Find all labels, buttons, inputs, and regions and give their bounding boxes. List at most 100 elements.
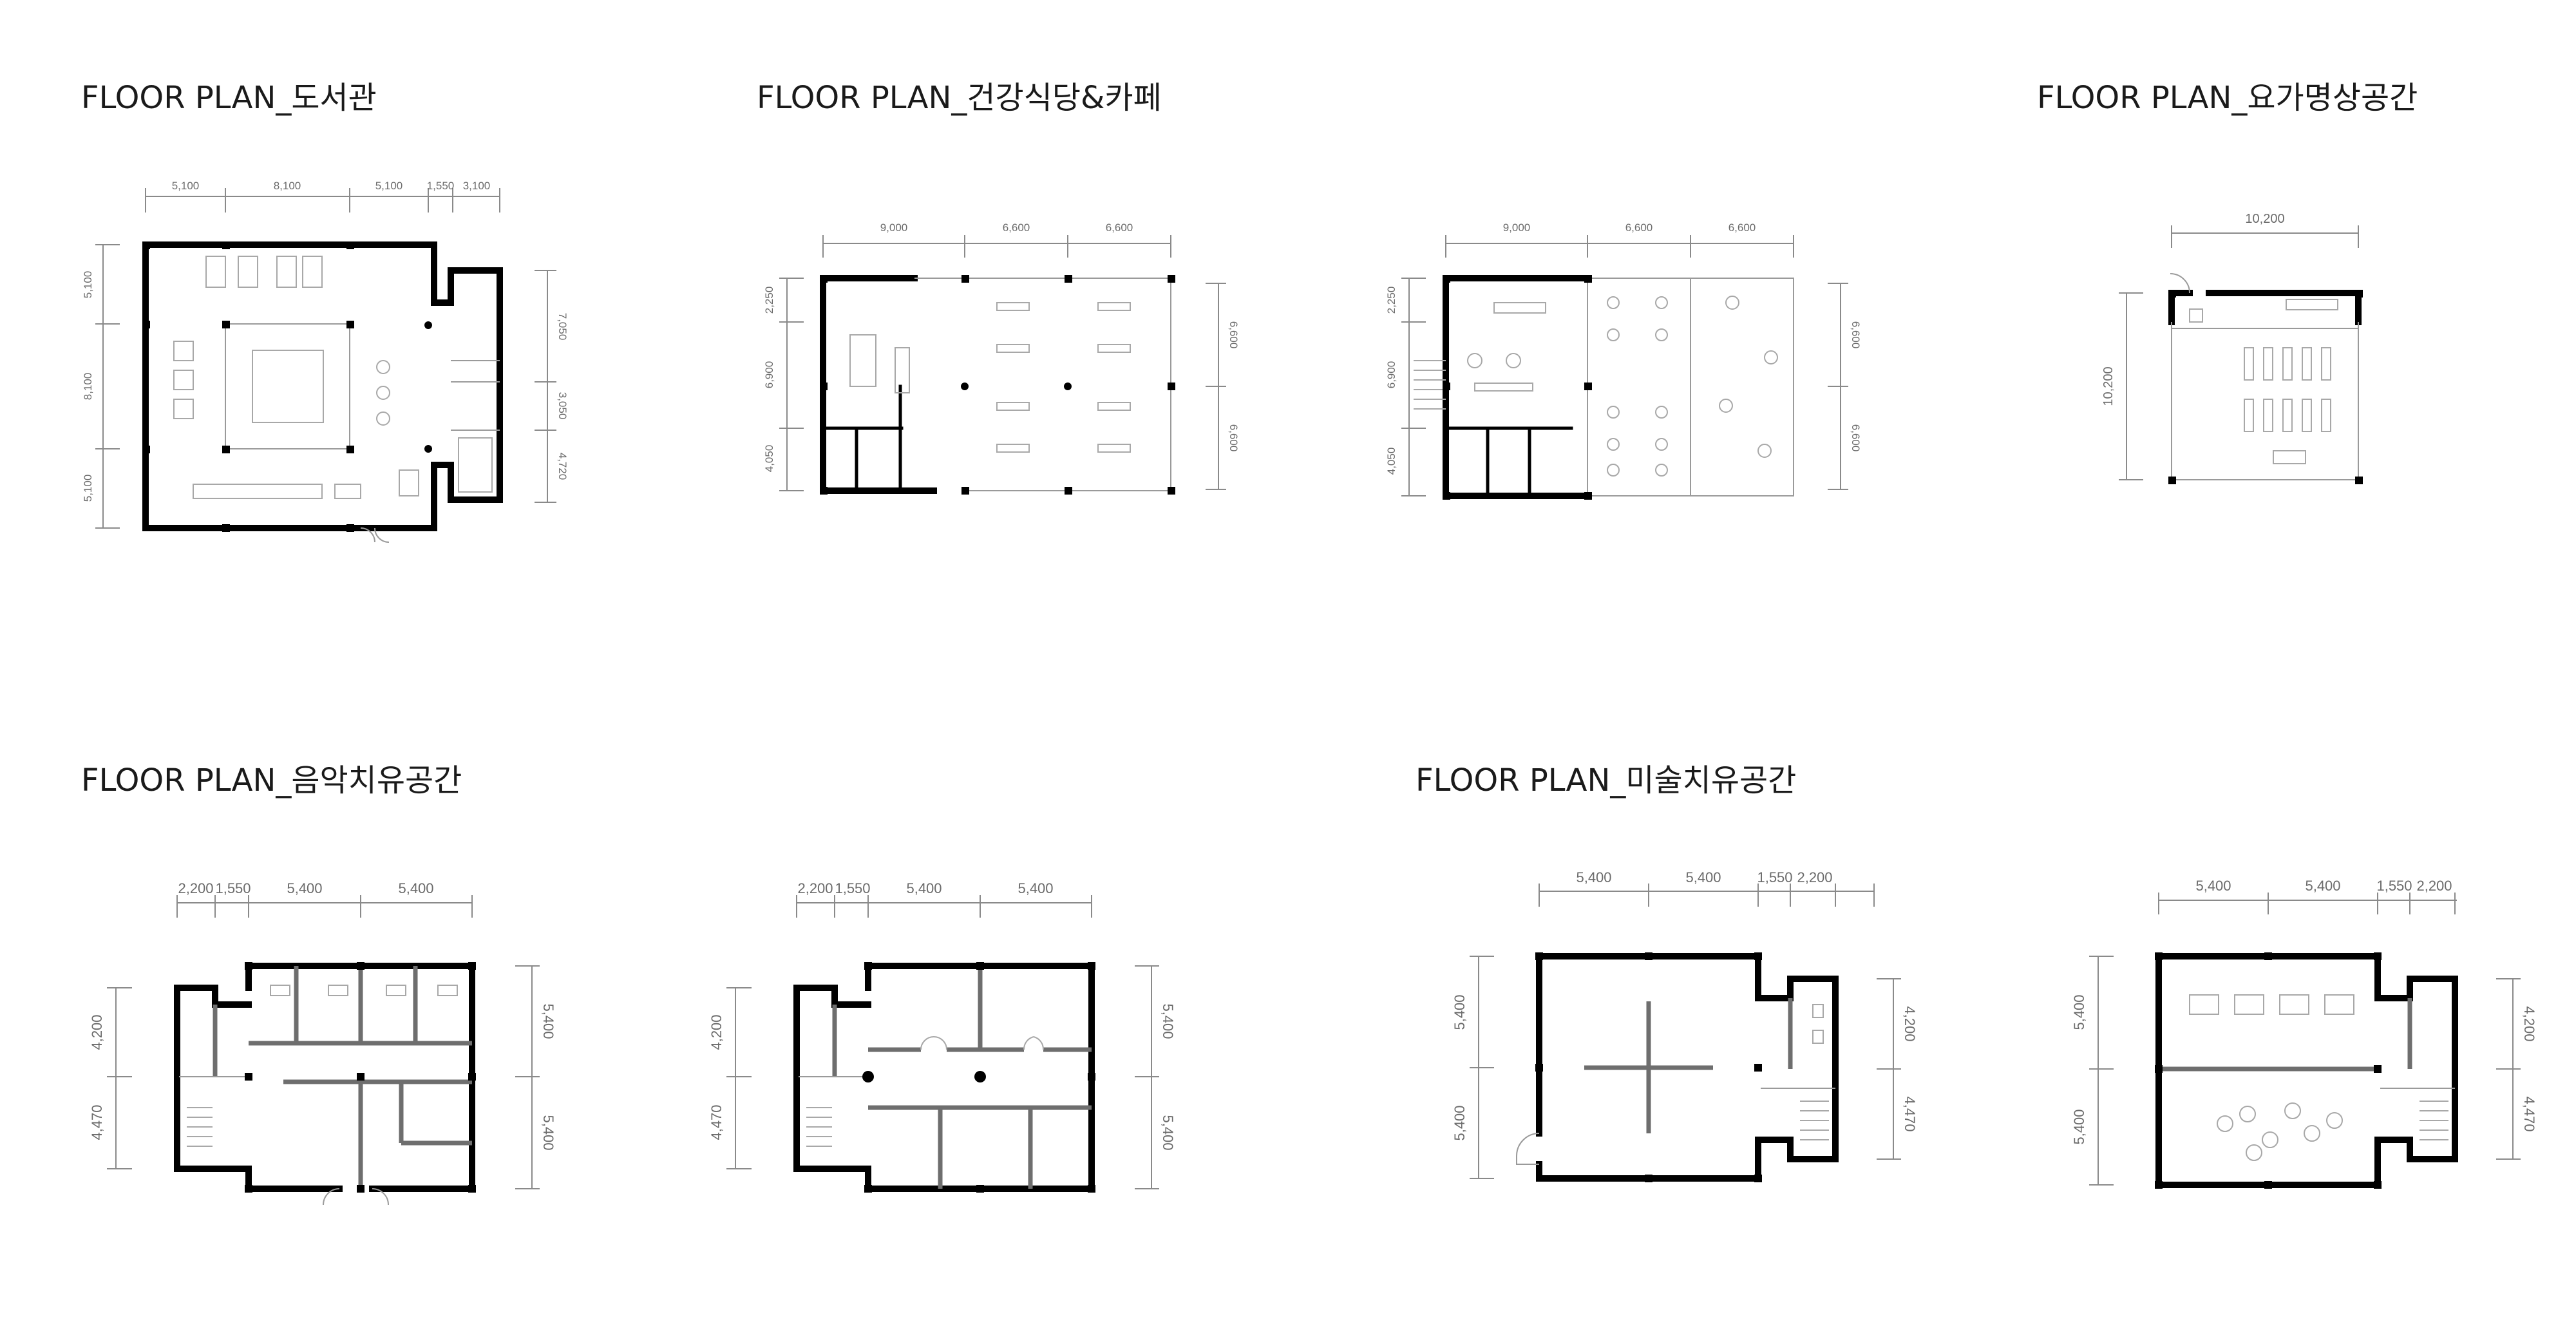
library-dim-right-3: 4,720 <box>556 453 569 480</box>
cafe-b-dim-top-1: 9,000 <box>1503 222 1531 234</box>
music-b-dim-top-4: 5,400 <box>1018 880 1053 896</box>
art-b-dim-top-3: 1,550 <box>2376 878 2412 894</box>
library-dim-left-3: 5,100 <box>82 475 94 502</box>
library-right-dimensions: 7,050 3,050 4,720 <box>535 270 569 503</box>
cafe-b-right-dimensions: 6,600 6,600 <box>1828 283 1862 490</box>
cafe-b-left-dimensions: 2,250 6,900 4,050 <box>1385 278 1426 496</box>
music-a-dim-top-2: 1,550 <box>215 880 251 896</box>
yoga-top-dimensions: 10,200 <box>2171 212 2359 248</box>
music-a-dim-right-2: 5,400 <box>540 1115 556 1150</box>
cafe-a-columns <box>820 275 1175 495</box>
music-b-dim-right-2: 5,400 <box>1160 1115 1176 1150</box>
art-a-columns <box>1535 952 1762 1182</box>
yoga-dim-left-1: 10,200 <box>2101 366 2116 406</box>
library-top-dimensions: 5,100 8,100 5,100 1,550 3,100 <box>145 180 500 213</box>
cafe-a-dim-top-1: 9,000 <box>880 222 908 234</box>
art-a-dim-left-1: 5,400 <box>1452 994 1468 1030</box>
cafe-b-top-dimensions: 9,000 6,600 6,600 <box>1445 222 1794 258</box>
yoga-left-dimensions: 10,200 <box>2101 292 2143 480</box>
library-dim-right-1: 7,050 <box>556 313 569 341</box>
art-b-dim-top-1: 5,400 <box>2195 878 2231 894</box>
music-b-dim-top-2: 1,550 <box>835 880 870 896</box>
music-a-columns <box>245 962 476 1193</box>
library-dim-top-5: 3,100 <box>463 180 491 192</box>
cafe-b-dim-left-1: 2,250 <box>1385 287 1397 314</box>
music-a-dim-top-1: 2,200 <box>178 880 213 896</box>
music-b-dim-right-1: 5,400 <box>1160 1003 1176 1039</box>
art-b-dim-top-2: 5,400 <box>2305 878 2340 894</box>
music-b-right-dimensions: 5,400 5,400 <box>1135 965 1176 1189</box>
music-a-left-dimensions: 4,200 4,470 <box>89 987 132 1169</box>
art-b-columns <box>2155 952 2382 1189</box>
cafe-b-dim-top-2: 6,600 <box>1625 222 1653 234</box>
art-a-right-dimensions: 4,200 4,470 <box>1877 978 1918 1160</box>
cafe-a-dim-left-2: 6,900 <box>763 361 775 389</box>
yoga-dim-top-1: 10,200 <box>2245 212 2284 226</box>
art-b-dim-right-2: 4,470 <box>2521 1096 2537 1131</box>
art-a-dim-top-3: 1,550 <box>1757 869 1792 885</box>
music-a-dim-top-3: 5,400 <box>287 880 322 896</box>
art-b-dim-left-2: 5,400 <box>2071 1109 2087 1144</box>
cafe-a-right-dimensions: 6,600 6,600 <box>1206 283 1240 490</box>
art-a-top-dimensions: 5,400 5,400 1,550 2,200 <box>1539 869 1875 907</box>
cafe-b-dim-top-3: 6,600 <box>1728 222 1756 234</box>
art-a-left-dimensions: 5,400 5,400 <box>1452 956 1494 1179</box>
title-cafe: FLOOR PLAN_건강식당&카페 <box>757 80 1162 116</box>
art-b-dim-right-1: 4,200 <box>2521 1006 2537 1041</box>
library-dim-top-3: 5,100 <box>375 180 403 192</box>
music-a-dim-left-2: 4,470 <box>89 1104 105 1140</box>
art-b-right-dimensions: 4,200 4,470 <box>2496 978 2537 1160</box>
art-b-top-dimensions: 5,400 5,400 1,550 2,200 <box>2158 878 2457 914</box>
art-b-left-dimensions: 5,400 5,400 <box>2071 956 2114 1186</box>
music-a-dim-right-1: 5,400 <box>540 1003 556 1039</box>
art-a-dim-top-1: 5,400 <box>1576 869 1611 885</box>
music-b-left-dimensions: 4,200 4,470 <box>708 987 752 1169</box>
library-dim-top-2: 8,100 <box>274 180 301 192</box>
cafe-a-left-dimensions: 2,250 6,900 4,050 <box>763 278 804 491</box>
cafe-b-dim-right-1: 6,600 <box>1850 321 1862 349</box>
title-yoga: FLOOR PLAN_요가명상공간 <box>2037 80 2418 116</box>
art-b-dim-top-4: 2,200 <box>2416 878 2452 894</box>
library-left-dimensions: 5,100 8,100 5,100 <box>82 244 120 529</box>
cafe-a-top-dimensions: 9,000 6,600 6,600 <box>822 222 1171 258</box>
music-b-dim-left-2: 4,470 <box>708 1104 724 1140</box>
cafe-b-dim-right-2: 6,600 <box>1850 424 1862 452</box>
art-a-dim-left-2: 5,400 <box>1452 1105 1468 1140</box>
yoga-columns <box>2168 290 2363 484</box>
library-dim-left-1: 5,100 <box>82 271 94 299</box>
art-a-dim-top-4: 2,200 <box>1797 869 1832 885</box>
cafe-a-dim-top-2: 6,600 <box>1003 222 1030 234</box>
cafe-a-dim-left-3: 4,050 <box>763 445 775 473</box>
library-dim-right-2: 3,050 <box>556 392 569 420</box>
music-b-columns <box>864 962 1095 1193</box>
cafe-a-dim-top-3: 6,600 <box>1106 222 1133 234</box>
cafe-b-columns <box>1443 275 1592 500</box>
music-a-dim-left-1: 4,200 <box>89 1014 105 1050</box>
music-b-top-dimensions: 2,200 1,550 5,400 5,400 <box>796 880 1092 918</box>
cafe-a-dim-right-1: 6,600 <box>1227 321 1240 349</box>
library-columns <box>142 241 432 532</box>
art-a-dim-right-2: 4,470 <box>1902 1096 1918 1131</box>
library-dim-left-2: 8,100 <box>82 373 94 401</box>
art-a-dim-right-1: 4,200 <box>1902 1006 1918 1041</box>
music-a-top-dimensions: 2,200 1,550 5,400 5,400 <box>176 880 473 918</box>
cafe-b-dim-left-3: 4,050 <box>1385 448 1397 475</box>
music-b-dim-left-1: 4,200 <box>708 1014 724 1050</box>
music-b-dim-top-3: 5,400 <box>906 880 942 896</box>
title-library: FLOOR PLAN_도서관 <box>81 80 377 116</box>
title-art: FLOOR PLAN_미술치유공간 <box>1416 762 1797 799</box>
art-b-dim-left-1: 5,400 <box>2071 994 2087 1030</box>
cafe-b-dim-left-2: 6,900 <box>1385 361 1397 389</box>
art-a-dim-top-2: 5,400 <box>1685 869 1721 885</box>
library-dim-top-4: 1,550 <box>427 180 455 192</box>
title-music: FLOOR PLAN_음악치유공간 <box>81 762 462 799</box>
music-b-dim-top-1: 2,200 <box>797 880 833 896</box>
music-a-right-dimensions: 5,400 5,400 <box>515 965 556 1189</box>
